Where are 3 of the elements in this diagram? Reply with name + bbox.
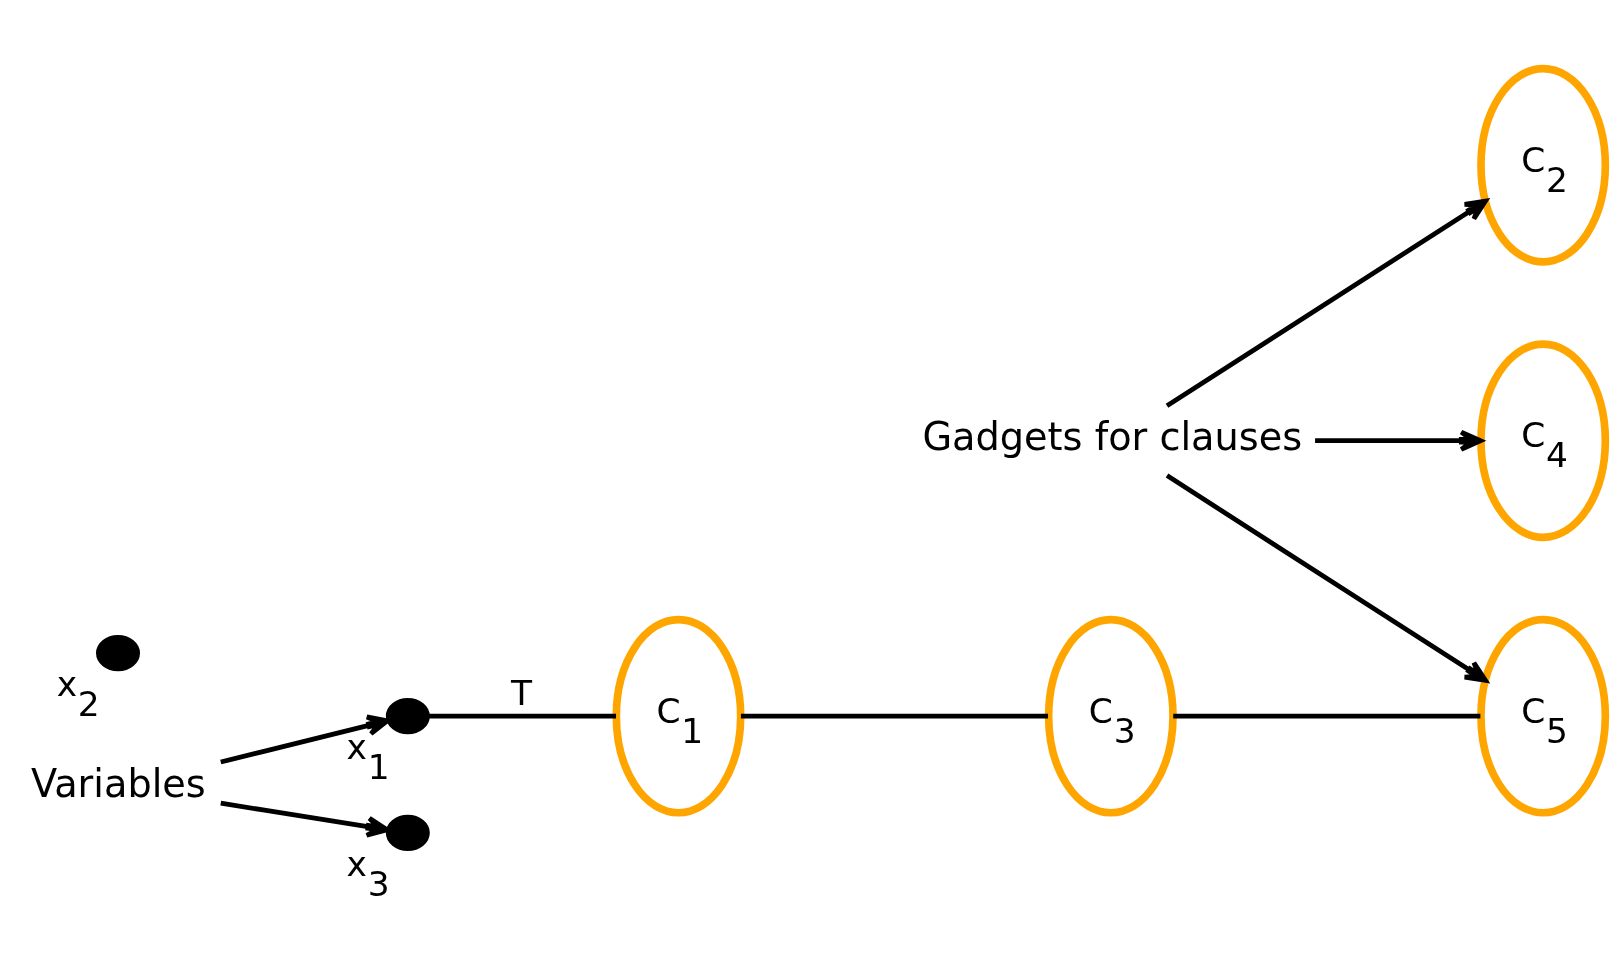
node-text: Gadgets for clauses (922, 413, 1303, 459)
node-text: Variables (30, 760, 206, 806)
edge-label: T (511, 672, 533, 713)
